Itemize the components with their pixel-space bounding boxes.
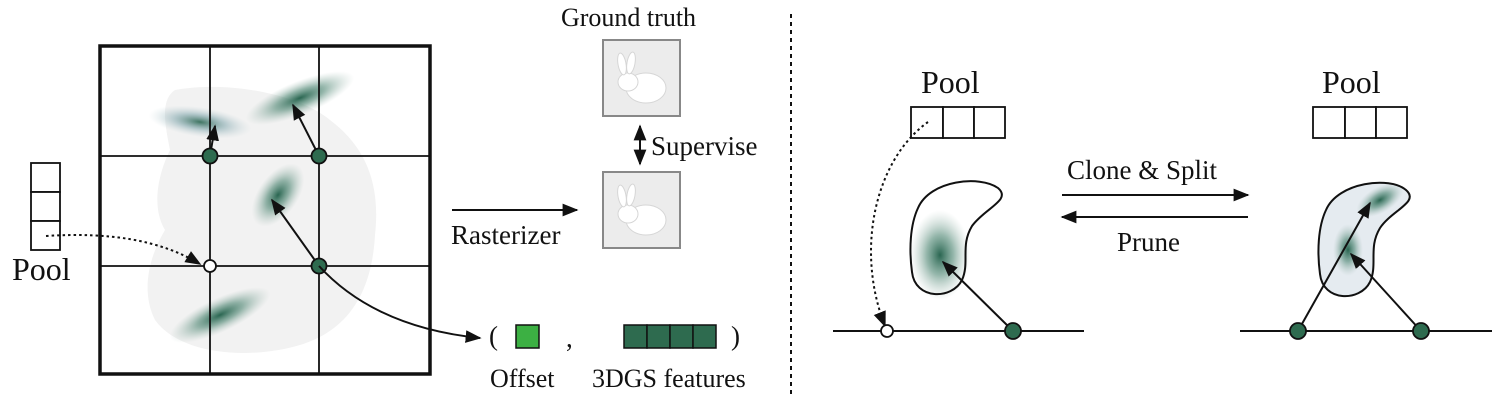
voxel-grid	[98, 44, 432, 376]
tuple-open-paren: (	[489, 321, 498, 351]
offset-arrow-right-b	[1349, 252, 1422, 332]
pool-label-right-left: Pool	[921, 64, 980, 100]
offset-label: Offset	[490, 364, 555, 393]
gaussian-blobs	[148, 71, 355, 343]
offset-arrow-right-a	[1297, 201, 1371, 332]
pool-label-right-right: Pool	[1322, 64, 1381, 100]
node-to-features-arrow	[318, 265, 482, 343]
active-node	[201, 147, 219, 165]
rasterizer-label: Rasterizer	[451, 220, 561, 250]
active-node	[1412, 322, 1430, 340]
empty-node	[880, 324, 894, 338]
grid-nodes	[201, 147, 328, 275]
offset-square	[515, 324, 540, 349]
pool-to-surface-arrow	[870, 121, 929, 328]
pool-stack-right-right	[1312, 106, 1408, 139]
kidney-shape-left	[909, 180, 1003, 300]
tuple-comma: ,	[566, 323, 573, 353]
feature-vector	[623, 324, 717, 349]
ground-truth-image	[602, 39, 681, 117]
ground-truth-label: Ground truth	[561, 3, 697, 32]
features-label: 3DGS features	[592, 364, 746, 393]
prune-label: Prune	[1117, 227, 1180, 257]
tuple-close-paren: )	[731, 321, 740, 351]
kidney-shape-right	[1317, 181, 1411, 297]
clone-split-label: Clone & Split	[1067, 155, 1218, 185]
supervise-label: Supervise	[651, 131, 758, 161]
active-node	[310, 147, 328, 165]
pool-stack-right-left	[910, 106, 1006, 139]
pool-label-left: Pool	[12, 251, 71, 287]
empty-node	[203, 259, 217, 273]
pool-stack-left	[30, 162, 61, 251]
active-node	[1289, 322, 1307, 340]
offset-arrow-right-left	[941, 260, 1014, 332]
active-node	[1004, 322, 1022, 340]
rendered-image	[602, 171, 681, 249]
